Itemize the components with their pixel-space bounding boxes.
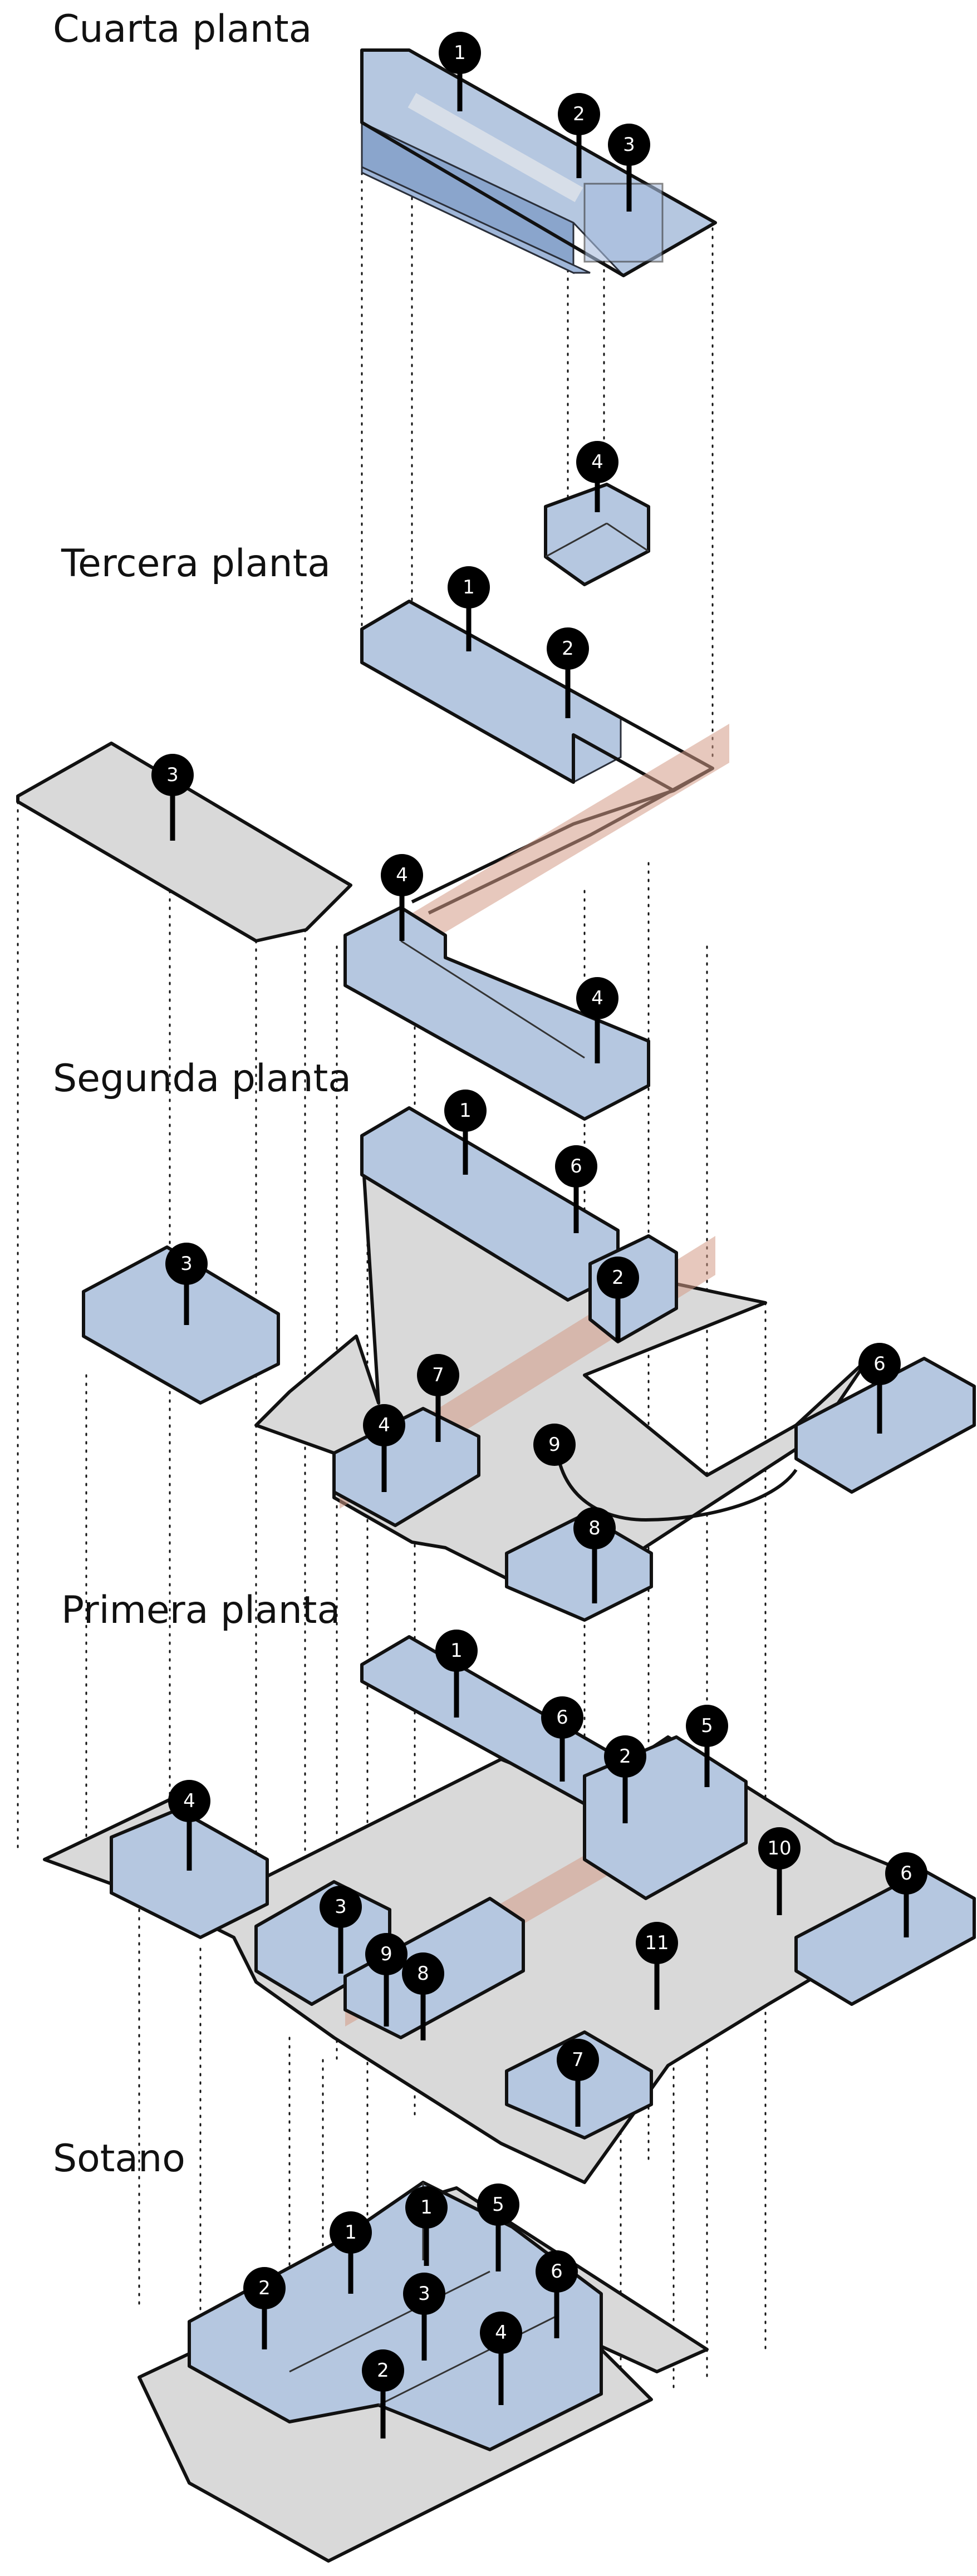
svg-text:4: 4 bbox=[591, 987, 603, 1009]
marker-primera-11: 11 bbox=[636, 1922, 678, 2010]
floor-primera: Primera planta bbox=[43, 1588, 976, 2184]
marker-primera-2: 2 bbox=[604, 1735, 646, 1823]
marker-cuarta-1: 1 bbox=[439, 32, 481, 111]
marker-primera-8: 8 bbox=[402, 1952, 444, 2040]
marker-sotano-2b: 2 bbox=[362, 2349, 404, 2438]
marker-primera-10: 10 bbox=[758, 1827, 801, 1915]
marker-primera-6b: 6 bbox=[885, 1852, 927, 1937]
marker-sotano-3: 3 bbox=[403, 2273, 445, 2361]
svg-text:11: 11 bbox=[645, 1932, 669, 1954]
marker-tercera-3: 3 bbox=[151, 754, 194, 841]
svg-text:7: 7 bbox=[432, 1364, 444, 1386]
svg-text:1: 1 bbox=[454, 42, 466, 64]
marker-segunda-9: 9 bbox=[533, 1424, 576, 1466]
marker-tercera-1: 1 bbox=[448, 566, 490, 651]
floor-title-segunda: Segunda planta bbox=[53, 1057, 351, 1101]
svg-text:8: 8 bbox=[588, 1517, 601, 1539]
marker-primera-4: 4 bbox=[168, 1780, 210, 1871]
room-block-tercera-lower bbox=[343, 906, 650, 1121]
svg-text:2: 2 bbox=[573, 103, 585, 125]
svg-text:2: 2 bbox=[258, 2277, 271, 2299]
svg-text:3: 3 bbox=[418, 2283, 430, 2305]
marker-sotano-4: 4 bbox=[480, 2312, 522, 2405]
floor-segunda: Segunda planta bbox=[53, 1057, 976, 1622]
floor-title-tercera: Tercera planta bbox=[61, 542, 331, 586]
svg-text:2: 2 bbox=[377, 2359, 389, 2382]
room-block-tercera-main bbox=[360, 600, 714, 915]
marker-segunda-8: 8 bbox=[573, 1507, 616, 1603]
marker-sotano-1b: 1 bbox=[330, 2211, 372, 2294]
floor-sotano: Sotano bbox=[53, 2137, 709, 2563]
marker-tercera-2: 2 bbox=[547, 627, 589, 718]
svg-text:5: 5 bbox=[701, 1715, 713, 1737]
floor-title-sotano: Sotano bbox=[53, 2137, 185, 2181]
svg-text:3: 3 bbox=[623, 134, 635, 156]
marker-primera-1: 1 bbox=[435, 1630, 478, 1718]
marker-sotano-1a: 1 bbox=[405, 2186, 448, 2266]
svg-text:4: 4 bbox=[495, 2322, 507, 2344]
svg-text:2: 2 bbox=[619, 1745, 631, 1768]
svg-text:4: 4 bbox=[378, 1414, 390, 1436]
svg-text:3: 3 bbox=[180, 1253, 193, 1275]
marker-segunda-7: 7 bbox=[417, 1354, 459, 1442]
marker-segunda-2: 2 bbox=[597, 1257, 639, 1342]
floor-title-primera: Primera planta bbox=[61, 1588, 340, 1632]
marker-cuarta-3: 3 bbox=[608, 124, 650, 212]
marker-tercera-4b: 4 bbox=[381, 854, 423, 941]
floor-tercera: Tercera planta bbox=[16, 483, 729, 1121]
marker-segunda-6a: 6 bbox=[555, 1145, 597, 1233]
marker-cuarta-2: 2 bbox=[558, 93, 600, 178]
svg-text:7: 7 bbox=[572, 2049, 584, 2071]
svg-text:1: 1 bbox=[420, 2196, 433, 2219]
svg-text:10: 10 bbox=[767, 1837, 791, 1859]
room-block-tercera-upper bbox=[544, 483, 650, 586]
marker-segunda-4: 4 bbox=[363, 1404, 405, 1492]
markers: 1 2 3 4 1 2 3 4 4 1 6 3 2 7 4 9 8 6 1 6 … bbox=[151, 32, 927, 2438]
floor-cuarta: Cuarta planta bbox=[53, 7, 718, 277]
marker-tercera-4c: 4 bbox=[576, 977, 618, 1063]
svg-text:1: 1 bbox=[463, 576, 475, 598]
svg-text:1: 1 bbox=[459, 1100, 472, 1122]
marker-primera-9: 9 bbox=[365, 1933, 408, 2027]
marker-primera-3: 3 bbox=[320, 1886, 362, 1974]
room-block-cuarta bbox=[360, 48, 718, 277]
marker-tercera-4a: 4 bbox=[576, 441, 618, 512]
marker-segunda-1: 1 bbox=[444, 1090, 487, 1175]
marker-primera-5: 5 bbox=[686, 1705, 728, 1787]
marker-sotano-2a: 2 bbox=[243, 2267, 286, 2349]
svg-text:9: 9 bbox=[380, 1943, 392, 1965]
marker-segunda-6b: 6 bbox=[858, 1343, 901, 1434]
svg-text:8: 8 bbox=[417, 1962, 429, 1985]
svg-text:5: 5 bbox=[492, 2194, 504, 2216]
svg-text:3: 3 bbox=[166, 764, 179, 786]
marker-primera-6a: 6 bbox=[541, 1696, 583, 1782]
svg-text:1: 1 bbox=[345, 2221, 357, 2244]
svg-text:3: 3 bbox=[335, 1896, 347, 1918]
svg-text:6: 6 bbox=[873, 1353, 886, 1375]
marker-sotano-6: 6 bbox=[536, 2250, 578, 2338]
svg-text:4: 4 bbox=[591, 451, 603, 473]
marker-sotano-5: 5 bbox=[477, 2184, 519, 2271]
svg-text:6: 6 bbox=[556, 1706, 568, 1729]
svg-text:6: 6 bbox=[551, 2260, 563, 2283]
marker-primera-7: 7 bbox=[557, 2039, 599, 2127]
svg-text:4: 4 bbox=[396, 864, 408, 886]
floor-plate-tercera bbox=[16, 742, 352, 943]
svg-text:2: 2 bbox=[562, 637, 574, 660]
svg-text:1: 1 bbox=[450, 1640, 463, 1662]
floor-title-cuarta: Cuarta planta bbox=[53, 7, 312, 51]
ramp-tercera bbox=[356, 724, 729, 985]
route-segunda bbox=[555, 1447, 798, 1522]
svg-text:9: 9 bbox=[548, 1434, 561, 1456]
svg-text:2: 2 bbox=[612, 1267, 624, 1289]
svg-text:6: 6 bbox=[570, 1155, 582, 1177]
marker-segunda-3: 3 bbox=[165, 1243, 208, 1325]
svg-text:4: 4 bbox=[183, 1790, 195, 1812]
svg-text:6: 6 bbox=[900, 1862, 912, 1885]
